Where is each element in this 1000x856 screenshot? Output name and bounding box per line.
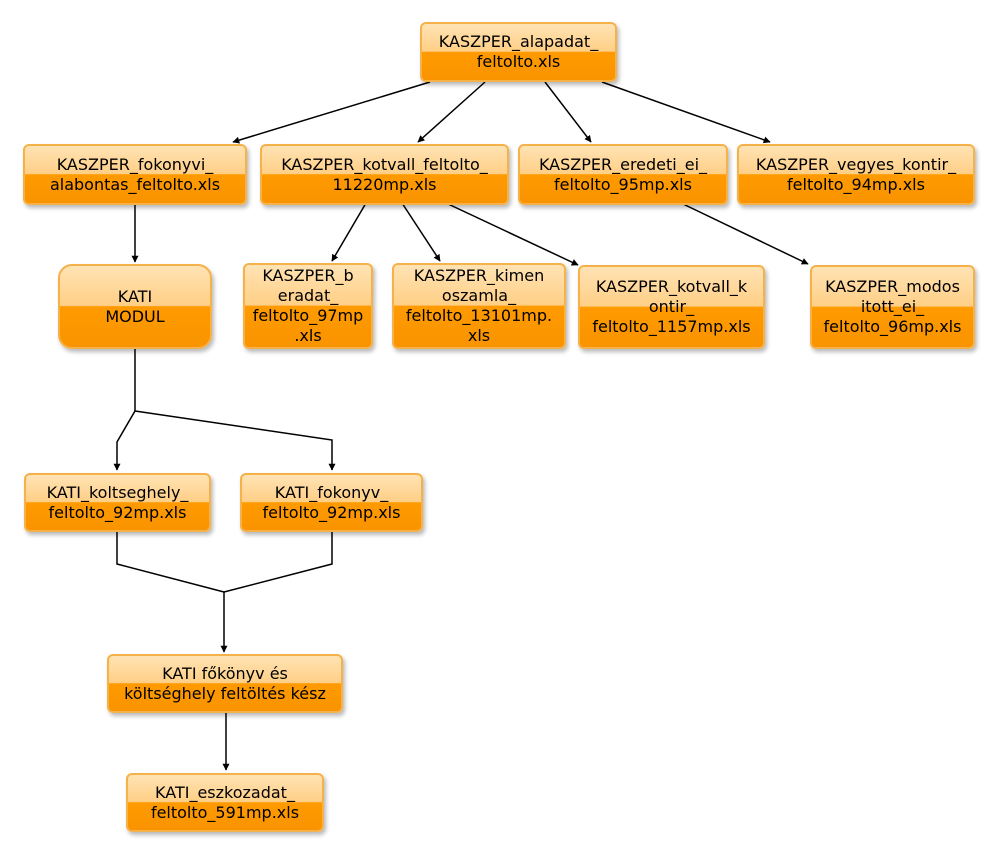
node-kaszper-kotvall-kontir: KASZPER_kotvall_k ontir_ feltolto_1157mp… bbox=[578, 265, 765, 349]
node-line: KATI_koltseghely_ bbox=[46, 482, 189, 502]
edge-koltseghely-merge bbox=[116, 532, 225, 593]
node-line: eradat_ bbox=[277, 286, 339, 305]
node-line: KATI bbox=[117, 286, 153, 306]
node-line: KASZPER_modos bbox=[825, 277, 960, 296]
node-line: KASZPER_fokonyvi_ bbox=[56, 154, 214, 174]
node-line: feltolto_92mp.xls bbox=[48, 502, 187, 522]
edge-split-koltseghely bbox=[113, 410, 136, 471]
node-line: alabontas_feltolto.xls bbox=[49, 174, 221, 194]
node-line: KASZPER_kotvall_feltolto_ bbox=[281, 154, 488, 174]
node-line: KATI főkönyv és bbox=[162, 663, 288, 683]
node-line: 11220mp.xls bbox=[332, 174, 437, 194]
edge-alapadat-eredeti bbox=[544, 81, 592, 143]
edge-fokonyv-merge bbox=[223, 532, 333, 593]
node-kati-fokonyv: KATI_fokonyv_ feltolto_92mp.xls bbox=[240, 473, 423, 532]
edge-alapadat-vegyes bbox=[601, 81, 771, 144]
edge-eredeti-modositott bbox=[680, 202, 809, 265]
node-line: oszamla_ bbox=[441, 286, 517, 305]
node-line: feltolto_13101mp. bbox=[405, 306, 553, 325]
node-line: .xls bbox=[294, 326, 322, 345]
node-kaszper-alapadat: KASZPER_alapadat_ feltolto.xls bbox=[420, 22, 617, 82]
node-line: ontir_ bbox=[648, 297, 695, 316]
edge-alapadat-fokonyvi bbox=[232, 81, 431, 144]
node-line: KASZPER_kimen bbox=[413, 266, 545, 285]
node-line: feltolto_95mp.xls bbox=[554, 174, 692, 194]
node-line: költséghely feltöltés kész bbox=[124, 683, 326, 703]
node-line: KASZPER_b bbox=[262, 266, 354, 285]
node-kati-eszkozadat: KATI_eszkozadat_ feltolto_591mp.xls bbox=[126, 773, 324, 832]
edge-kotvall-beradat bbox=[331, 202, 367, 262]
node-line: itott_ei_ bbox=[860, 297, 925, 316]
node-line: KASZPER_eredeti_ei_ bbox=[538, 154, 708, 174]
node-kaszper-eredeti: KASZPER_eredeti_ei_ feltolto_95mp.xls bbox=[518, 144, 728, 205]
node-kaszper-kotvall: KASZPER_kotvall_feltolto_ 11220mp.xls bbox=[260, 144, 509, 205]
node-line: KASZPER_alapadat_ bbox=[438, 32, 599, 51]
node-line: feltolto_92mp.xls bbox=[262, 502, 401, 522]
node-line: feltolto_97mp bbox=[252, 306, 364, 325]
node-line: xls bbox=[467, 326, 491, 345]
node-kati-koltseghely: KATI_koltseghely_ feltolto_92mp.xls bbox=[24, 473, 211, 532]
edge-kotvall-kotvall-kontir bbox=[445, 202, 579, 266]
node-line: KATI_fokonyv_ bbox=[274, 482, 389, 502]
node-line: feltolto_96mp.xls bbox=[823, 317, 962, 336]
node-line: feltolto_591mp.xls bbox=[150, 802, 300, 822]
edge-alapadat-kotvall bbox=[417, 81, 486, 143]
node-kaszper-beradat: KASZPER_b eradat_ feltolto_97mp .xls bbox=[243, 263, 373, 349]
node-kati-kesz: KATI főkönyv és költséghely feltöltés ké… bbox=[107, 654, 343, 713]
node-kati-modul: KATI MODUL bbox=[58, 264, 212, 349]
node-line: feltolto_94mp.xls bbox=[787, 174, 925, 194]
node-line: KASZPER_vegyes_kontir_ bbox=[755, 154, 957, 174]
node-kaszper-fokonyvi: KASZPER_fokonyvi_ alabontas_feltolto.xls bbox=[23, 144, 247, 205]
edge-kotvall-kimeno bbox=[401, 202, 441, 262]
edge-split-fokonyv bbox=[134, 410, 336, 471]
node-line: MODUL bbox=[105, 306, 165, 326]
node-line: KASZPER_kotvall_k bbox=[595, 277, 748, 296]
node-kaszper-vegyes: KASZPER_vegyes_kontir_ feltolto_94mp.xls bbox=[737, 144, 975, 205]
node-kaszper-modositott: KASZPER_modos itott_ei_ feltolto_96mp.xl… bbox=[810, 265, 975, 349]
node-line: feltolto.xls bbox=[476, 52, 561, 71]
node-kaszper-kimeno: KASZPER_kimen oszamla_ feltolto_13101mp.… bbox=[392, 263, 566, 349]
node-line: KATI_eszkozadat_ bbox=[155, 782, 295, 802]
node-line: feltolto_1157mp.xls bbox=[592, 317, 751, 336]
